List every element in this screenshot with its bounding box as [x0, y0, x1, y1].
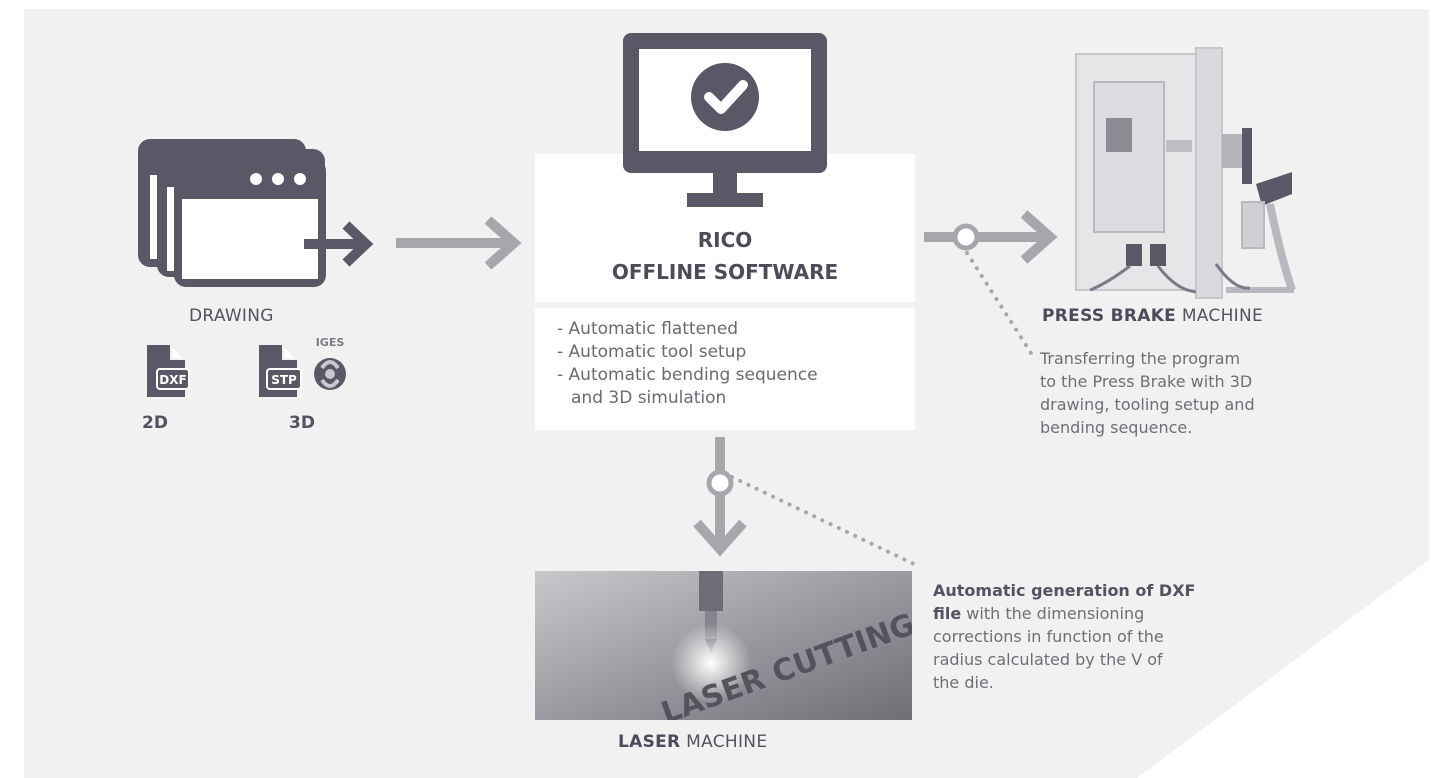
dxf-file-icon: DXF — [147, 345, 190, 397]
monitor-check-icon — [623, 33, 827, 207]
iges-badge-icon: IGES — [314, 336, 346, 390]
label-2d: 2D — [142, 413, 168, 433]
dotted-connector-pressbrake — [965, 251, 1033, 355]
stp-tag: STP — [271, 373, 297, 387]
press-brake-description: Transferring the program to the Press Br… — [1040, 347, 1255, 439]
laser-label-rest: MACHINE — [680, 732, 768, 752]
feature-item-2: - Automatic tool setup — [557, 342, 747, 362]
feature-item-4: and 3D simulation — [571, 388, 727, 408]
laser-desc-bold-line2: file — [933, 604, 962, 623]
laser-description: Automatic generation of DXF file with th… — [933, 579, 1195, 694]
feature-item-1: - Automatic flattened — [557, 319, 739, 339]
dotted-connector-laser — [730, 475, 918, 567]
press-brake-label-bold: PRESS BRAKE — [1042, 306, 1177, 326]
laser-label-bold: LASER — [618, 732, 681, 752]
laser-label: LASER MACHINE — [618, 732, 767, 752]
label-3d: 3D — [289, 413, 315, 433]
software-title: RICO OFFLINE SOFTWARE — [542, 224, 908, 288]
laser-desc-line1: with the dimensioning — [961, 604, 1145, 623]
laser-desc-line4: the die. — [933, 673, 994, 692]
arrow-drawing-to-software — [396, 217, 522, 269]
laser-desc-line3: radius calculated by the V of — [933, 650, 1163, 669]
software-title-line2: OFFLINE SOFTWARE — [611, 260, 839, 284]
press-brake-label-rest: MACHINE — [1176, 306, 1264, 326]
features-panel: - Automatic flattened - Automatic tool s… — [535, 308, 915, 430]
press-brake-machine-icon — [1075, 47, 1296, 299]
press-brake-desc-line2: to the Press Brake with 3D — [1040, 372, 1253, 391]
feature-item-3: - Automatic bending sequence — [557, 365, 818, 385]
laser-desc-line2: corrections in function of the — [933, 627, 1164, 646]
press-brake-label: PRESS BRAKE MACHINE — [1042, 306, 1263, 326]
press-brake-desc-line4: bending sequence. — [1040, 418, 1193, 437]
laser-cutting-photo: LASER CUTTING — [535, 571, 912, 720]
window-stack-icon — [138, 139, 374, 287]
diagram: DRAWING DXF STP IGES 2D 3D RICO OFFLINE … — [24, 9, 1452, 778]
dxf-tag: DXF — [159, 373, 186, 387]
press-brake-desc-line3: drawing, tooling setup and — [1040, 395, 1255, 414]
drawing-label: DRAWING — [189, 306, 274, 326]
software-title-line1: RICO — [697, 228, 753, 252]
laser-desc-bold-line1: Automatic generation of DXF — [933, 581, 1196, 600]
press-brake-desc-line1: Transferring the program — [1040, 349, 1241, 368]
arrow-software-to-laser — [693, 437, 747, 557]
iges-tag: IGES — [316, 336, 345, 349]
arrow-software-to-pressbrake — [924, 210, 1058, 264]
stp-file-icon: STP — [259, 345, 302, 397]
